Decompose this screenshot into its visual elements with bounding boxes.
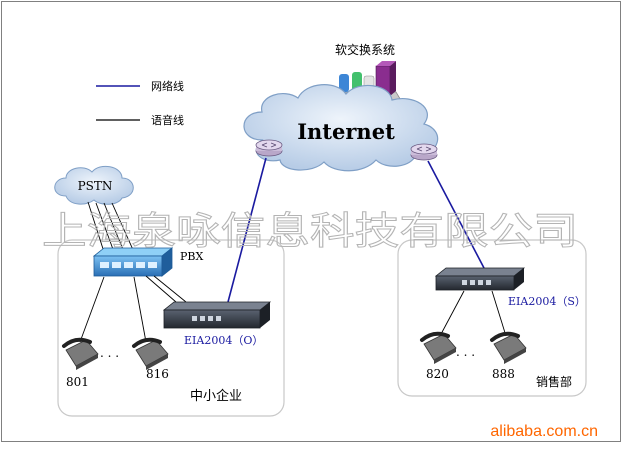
gateway-device-right xyxy=(434,267,526,291)
phone-icon xyxy=(490,331,527,364)
phone-icon xyxy=(132,337,169,370)
extension-last: 888 xyxy=(492,367,515,381)
network-link xyxy=(427,160,485,269)
extension-dots: . . . xyxy=(456,345,475,359)
legend-network-label: 网络线 xyxy=(151,79,184,93)
company-watermark: 上海泉咏信息科技有限公司 xyxy=(42,209,578,253)
legend-voice-label: 语音线 xyxy=(151,113,184,127)
outer-frame xyxy=(1,1,621,442)
database-icon xyxy=(339,74,349,92)
pstn-cloud: PSTN xyxy=(54,165,134,205)
network-link xyxy=(227,157,267,303)
right-site-label: 销售部 xyxy=(536,374,572,389)
extension-last: 816 xyxy=(146,367,169,381)
pbx-label: PBX xyxy=(180,250,203,263)
legend: 网络线 语音线 xyxy=(96,79,184,127)
right-device-label: EIA2004（S） xyxy=(508,295,586,308)
left-site-box xyxy=(57,239,285,417)
pstn-label: PSTN xyxy=(78,179,113,193)
extension-dots: . . . xyxy=(100,346,119,360)
left-site-label: 中小企业 xyxy=(190,388,242,404)
internet-cloud: Internet xyxy=(243,84,439,172)
extension-first: 801 xyxy=(66,375,89,389)
extension-first: 820 xyxy=(426,367,449,381)
left-device-label: EIA2004（O） xyxy=(184,334,263,347)
softswitch-label: 软交换系统 xyxy=(335,42,395,57)
right-site-box xyxy=(397,239,587,397)
router-icon xyxy=(410,143,438,161)
internet-label: Internet xyxy=(297,119,395,144)
phone-icon xyxy=(420,331,457,364)
phone-icon xyxy=(62,337,99,370)
pbx-switch xyxy=(92,247,174,277)
gateway-device-left xyxy=(162,301,272,329)
source-watermark: alibaba.com.cn xyxy=(490,423,598,440)
router-icon xyxy=(255,139,283,157)
